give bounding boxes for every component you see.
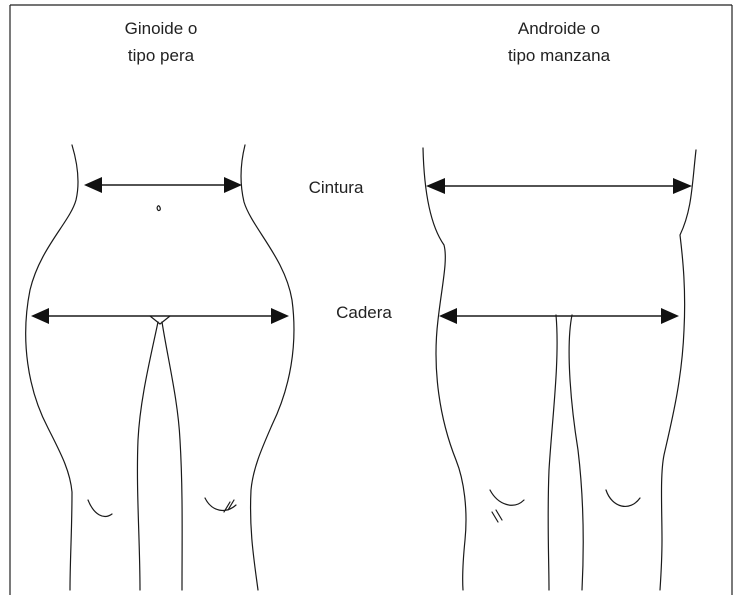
- android-hip-arrow: [439, 308, 679, 324]
- gynoid-left-outline: [26, 145, 78, 590]
- android-knee-left-mark: [492, 510, 502, 522]
- android-title-line1: Androide o: [518, 19, 600, 38]
- android-knee-right: [606, 490, 640, 506]
- gynoid-crotch: [150, 316, 170, 324]
- android-waist-arrow: [426, 178, 692, 194]
- gynoid-knee-right-mark: [224, 500, 234, 512]
- android-left-outline: [423, 148, 466, 590]
- gynoid-waist-arrow: [84, 177, 242, 193]
- gynoid-navel: [157, 206, 160, 211]
- waist-label: Cintura: [309, 178, 364, 197]
- android-title-line2: tipo manzana: [508, 46, 611, 65]
- gynoid-figure: [26, 145, 294, 590]
- gynoid-inner-leg-right: [162, 322, 182, 590]
- android-inner-leg-left: [548, 315, 557, 590]
- android-figure: [423, 148, 696, 590]
- gynoid-hip-arrow: [31, 308, 289, 324]
- android-right-outline: [660, 150, 696, 590]
- gynoid-knee-left: [88, 500, 112, 516]
- gynoid-title-line2: tipo pera: [128, 46, 195, 65]
- android-knee-left: [490, 490, 524, 505]
- gynoid-right-outline: [241, 145, 294, 590]
- android-inner-leg-right: [569, 315, 583, 590]
- hip-label: Cadera: [336, 303, 392, 322]
- gynoid-title-line1: Ginoide o: [125, 19, 198, 38]
- gynoid-inner-leg-left: [137, 322, 158, 590]
